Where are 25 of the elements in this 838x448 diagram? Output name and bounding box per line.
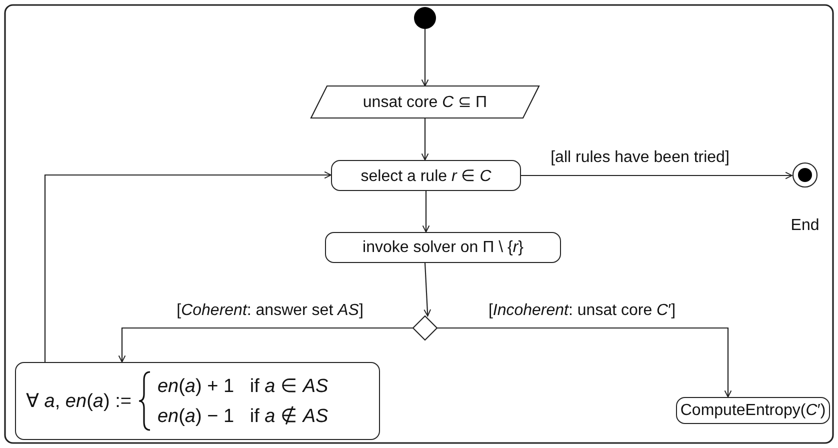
action-box bbox=[676, 397, 830, 424]
node-label: ComputeEntropy(C′) bbox=[680, 402, 826, 420]
arrow bbox=[521, 172, 792, 180]
node-label: ∀ a, en(a) := bbox=[26, 390, 132, 413]
node-label: unsat core C ⊆ Π bbox=[362, 93, 488, 112]
arrow bbox=[437, 327, 732, 398]
edge-label: [all rules have been tried] bbox=[548, 149, 732, 167]
case-text: en(a) + 1 if a ∈ AS bbox=[157, 375, 328, 398]
action-box bbox=[325, 232, 561, 263]
arrow bbox=[422, 191, 430, 232]
edge-label: [Coherent: answer set AS] bbox=[174, 302, 366, 320]
arrow bbox=[421, 118, 429, 160]
start-dot bbox=[414, 7, 436, 29]
node-label: invoke solver on Π \ {r} bbox=[362, 238, 524, 256]
end-node bbox=[792, 162, 818, 188]
case-text: en(a) − 1 if a ∉ AS bbox=[157, 405, 328, 428]
arrow bbox=[44, 171, 332, 362]
arrow bbox=[118, 327, 413, 362]
action-box bbox=[331, 160, 521, 191]
input-parallelogram bbox=[311, 86, 539, 118]
arrow bbox=[421, 29, 429, 86]
node-label: select a rule r ∈ C bbox=[360, 166, 492, 186]
arrow bbox=[424, 262, 432, 316]
action-box bbox=[15, 362, 380, 440]
decision-diamond bbox=[413, 316, 437, 340]
